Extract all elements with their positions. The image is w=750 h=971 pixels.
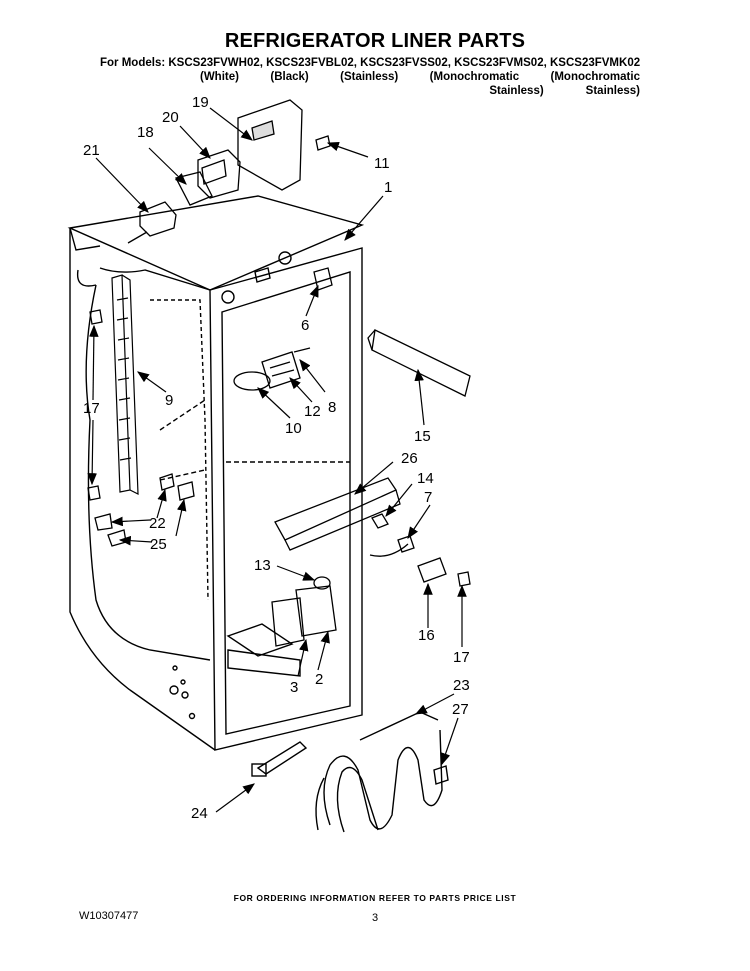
callout-11: 11 xyxy=(374,155,390,172)
callout-3: 3 xyxy=(290,679,298,696)
refrigerator-liner xyxy=(67,195,365,751)
callout-6: 6 xyxy=(301,317,309,334)
callout-27: 27 xyxy=(452,701,469,718)
model-number: KSCS23FVWH02, xyxy=(168,57,263,69)
control-housing-parts xyxy=(87,99,471,647)
callout-14: 14 xyxy=(417,470,434,487)
callout-20: 20 xyxy=(162,109,179,126)
callout-25: 25 xyxy=(150,536,167,553)
ordering-note: FOR ORDERING INFORMATION REFER TO PARTS … xyxy=(233,893,517,903)
evaporator-heater-coil xyxy=(251,711,449,833)
finish-label: (Monochromatic xyxy=(429,71,520,83)
finish-label: (Stainless) xyxy=(340,71,399,83)
leader-lines xyxy=(87,107,467,813)
finish-label: Stainless) xyxy=(585,85,640,97)
callout-17: 17 xyxy=(453,649,470,666)
callout-13: 13 xyxy=(254,557,271,574)
callout-labels: 1 2 3 6 7 8 9 10 11 12 13 14 15 16 17 17… xyxy=(83,94,470,822)
callout-15: 15 xyxy=(414,428,431,445)
model-list: For Models: KSCS23FVWH02, KSCS23FVBL02, … xyxy=(100,56,640,98)
callout-10: 10 xyxy=(285,420,302,437)
models-prefix: For Models: xyxy=(100,57,166,69)
shelf-ladder-rail xyxy=(111,274,139,495)
page-number: 3 xyxy=(372,912,379,924)
finish-label: (Monochromatic xyxy=(550,71,640,83)
callout-19: 19 xyxy=(192,94,209,111)
page-title: REFRIGERATOR LINER PARTS xyxy=(224,30,526,52)
model-number: KSCS23FVMK02 xyxy=(550,57,641,69)
finish-label: Stainless) xyxy=(489,85,544,97)
model-number: KSCS23FVMS02, xyxy=(454,57,547,69)
callout-16: 16 xyxy=(418,627,435,644)
callout-2: 2 xyxy=(315,671,323,688)
callout-7: 7 xyxy=(424,489,432,506)
model-number: KSCS23FVSS02, xyxy=(360,57,451,69)
document-number: W10307477 xyxy=(79,910,139,922)
finish-label: (Black) xyxy=(270,71,309,83)
callout-24: 24 xyxy=(191,805,208,822)
callout-26: 26 xyxy=(401,450,418,467)
callout-1: 1 xyxy=(384,179,392,196)
callout-9: 9 xyxy=(165,392,173,409)
finish-label: (White) xyxy=(200,71,239,83)
callout-8: 8 xyxy=(328,399,336,416)
callout-23: 23 xyxy=(453,677,470,694)
model-number: KSCS23FVBL02, xyxy=(266,57,357,69)
callout-22: 22 xyxy=(149,515,166,532)
callout-21: 21 xyxy=(83,142,100,159)
callout-18: 18 xyxy=(137,124,154,141)
callout-17: 17 xyxy=(83,400,100,417)
callout-12: 12 xyxy=(304,403,321,420)
